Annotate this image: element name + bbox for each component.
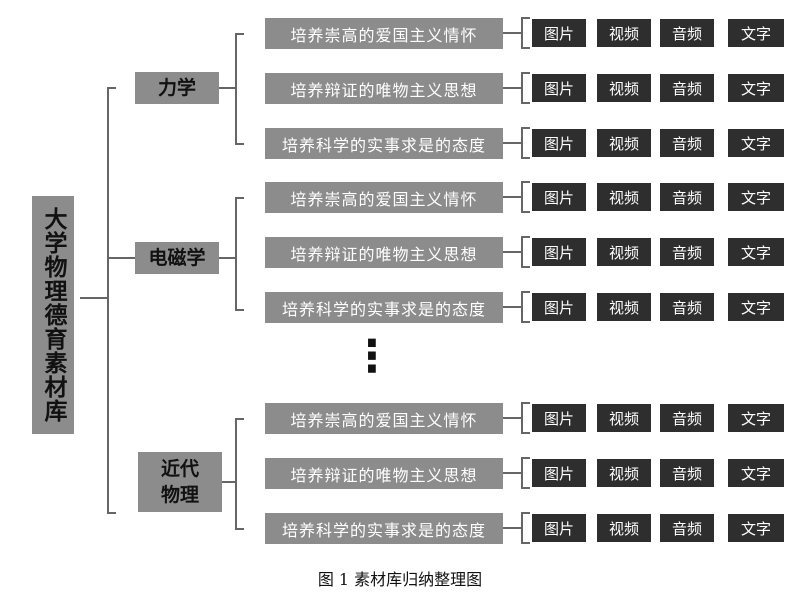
video-tag: 视频	[597, 404, 651, 432]
picture-tag: 图片	[532, 74, 586, 102]
text-tag: 文字	[728, 459, 784, 487]
goal-scientific-attitude: 培养科学的实事求是的态度	[265, 128, 503, 159]
audio-tag: 音频	[660, 74, 714, 102]
text-tag: 文字	[728, 129, 784, 157]
goal-dialectical-materialism: 培养辩证的唯物主义思想	[265, 73, 503, 104]
picture-tag: 图片	[532, 459, 586, 487]
picture-tag: 图片	[532, 514, 586, 542]
category-electromagnetism: 电磁学	[135, 242, 219, 274]
category-bracket-1	[235, 197, 244, 311]
goal-scientific-attitude: 培养科学的实事求是的态度	[265, 292, 503, 323]
audio-tag: 音频	[660, 183, 714, 211]
media-bracket	[521, 72, 530, 104]
text-tag: 文字	[728, 74, 784, 102]
audio-tag: 音频	[660, 238, 714, 266]
video-tag: 视频	[597, 514, 651, 542]
text-tag: 文字	[728, 293, 784, 321]
audio-tag: 音频	[660, 19, 714, 47]
video-tag: 视频	[597, 293, 651, 321]
media-bracket	[521, 236, 530, 268]
media-bracket	[521, 402, 530, 434]
picture-tag: 图片	[532, 183, 586, 211]
category-bracket-2	[235, 418, 244, 530]
goal-dialectical-materialism: 培养辩证的唯物主义思想	[265, 458, 503, 489]
goal-patriotism: 培养崇高的爱国主义情怀	[265, 18, 503, 49]
goal-patriotism: 培养崇高的爱国主义情怀	[265, 403, 503, 434]
text-tag: 文字	[728, 404, 784, 432]
figure-caption: 图 1 素材库归纳整理图	[317, 570, 483, 589]
picture-tag: 图片	[532, 238, 586, 266]
video-tag: 视频	[597, 183, 651, 211]
picture-tag: 图片	[532, 404, 586, 432]
goal-scientific-attitude: 培养科学的实事求是的态度	[265, 513, 503, 544]
text-tag: 文字	[728, 514, 784, 542]
category-modern-physics: 近代 物理	[138, 452, 222, 512]
goal-dialectical-materialism: 培养辩证的唯物主义思想	[265, 237, 503, 268]
audio-tag: 音频	[660, 293, 714, 321]
audio-tag: 音频	[660, 404, 714, 432]
text-tag: 文字	[728, 19, 784, 47]
audio-tag: 音频	[660, 129, 714, 157]
media-bracket	[521, 512, 530, 544]
category-bracket-0	[235, 33, 244, 145]
media-bracket	[521, 127, 530, 159]
goal-patriotism: 培养崇高的爱国主义情怀	[265, 182, 503, 213]
root-bracket	[107, 87, 116, 514]
video-tag: 视频	[597, 459, 651, 487]
video-tag: 视频	[597, 74, 651, 102]
audio-tag: 音频	[660, 514, 714, 542]
category-mechanics: 力学	[135, 72, 219, 104]
video-tag: 视频	[597, 19, 651, 47]
text-tag: 文字	[728, 183, 784, 211]
audio-tag: 音频	[660, 459, 714, 487]
root-node: 大学物理德育素材库	[32, 196, 74, 434]
media-bracket	[521, 181, 530, 213]
media-bracket	[521, 457, 530, 489]
picture-tag: 图片	[532, 293, 586, 321]
video-tag: 视频	[597, 238, 651, 266]
media-bracket	[521, 291, 530, 323]
vertical-ellipsis: ⋮	[350, 331, 394, 382]
media-bracket	[521, 17, 530, 49]
video-tag: 视频	[597, 129, 651, 157]
text-tag: 文字	[728, 238, 784, 266]
picture-tag: 图片	[532, 129, 586, 157]
picture-tag: 图片	[532, 19, 586, 47]
